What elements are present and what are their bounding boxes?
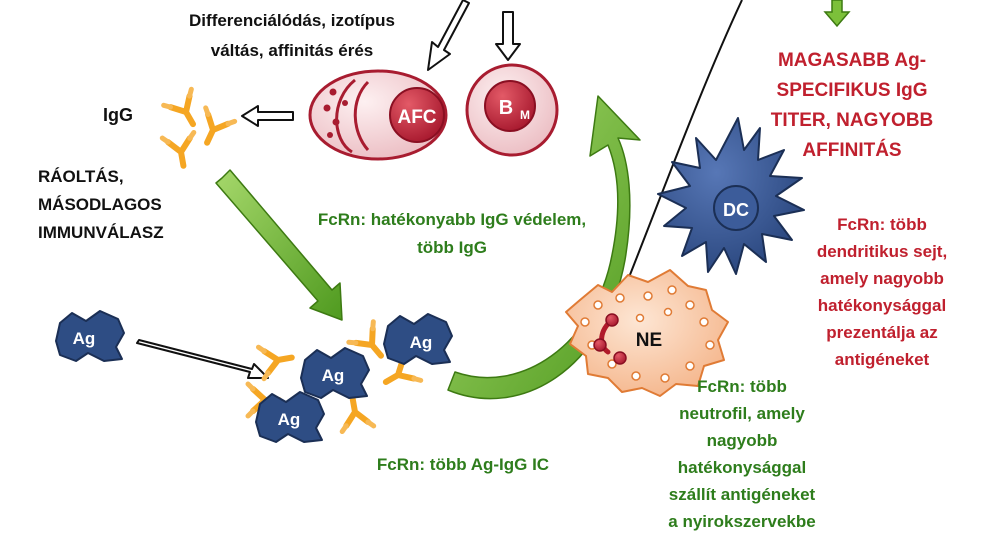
svg-text:FcRn: több: FcRn: több [837, 215, 927, 234]
plasma-cell-afc: AFC [308, 69, 448, 161]
svg-text:szállít antigéneket: szállít antigéneket [669, 485, 816, 504]
green-arrow-to-result [823, 0, 851, 28]
label-differentiation-2: váltás, affinitás érés [211, 41, 374, 60]
svg-text:MAGASABB Ag-: MAGASABB Ag- [778, 50, 926, 71]
svg-text:hatékonysággal: hatékonysággal [818, 296, 947, 315]
bm-label: B [499, 97, 513, 119]
igg-antibodies [162, 89, 234, 168]
dendritic-cell: DC [657, 117, 805, 275]
fcrn-ic-annotation: FcRn: több Ag-IgG IC [377, 455, 549, 474]
hollow-arrow-to-igg [241, 105, 294, 127]
svg-text:AFFINITÁS: AFFINITÁS [802, 139, 901, 161]
svg-text:antigéneket: antigéneket [835, 350, 930, 369]
label-booster-2: MÁSODLAGOS [38, 195, 162, 214]
svg-text:SPECIFIKUS IgG: SPECIFIKUS IgG [777, 80, 928, 101]
svg-text:FcRn: több: FcRn: több [697, 377, 787, 396]
hollow-arrow-antigen-to-ic [136, 339, 269, 379]
fcrn-dc-annotation: FcRn: több dendritikus sejt, amely nagyo… [817, 215, 947, 369]
hollow-arrow-top-left [427, 0, 470, 71]
svg-text:prezentálja az: prezentálja az [826, 323, 938, 342]
afc-label: AFC [397, 107, 436, 128]
fcrn-ne-annotation: FcRn: több neutrofil, amely nagyobb haté… [668, 377, 815, 531]
separator-curve [619, 0, 743, 301]
free-antigen: Ag [55, 310, 125, 362]
label-booster-1: RÁOLTÁS, [38, 167, 124, 186]
result-text: MAGASABB Ag- SPECIFIKUS IgG TITER, NAGYO… [771, 50, 934, 161]
hollow-arrow-top-down [495, 11, 521, 61]
immune-complex: Ag Ag Ag [248, 313, 453, 443]
label-booster-3: IMMUNVÁLASZ [38, 223, 164, 242]
dc-label: DC [723, 200, 749, 220]
ne-label: NE [636, 330, 662, 351]
svg-text:dendritikus sejt,: dendritikus sejt, [817, 242, 947, 261]
svg-text:Ag: Ag [322, 366, 345, 385]
memory-b-cell: B M [465, 63, 559, 157]
bm-subscript: M [520, 108, 530, 122]
green-arrow-igg-to-ic [215, 169, 343, 321]
svg-text:Ag: Ag [73, 329, 96, 348]
fcrn-igg-annotation-2: több IgG [417, 238, 487, 257]
svg-text:amely nagyobb: amely nagyobb [820, 269, 944, 288]
svg-text:TITER, NAGYOBB: TITER, NAGYOBB [771, 110, 934, 131]
fcrn-igg-annotation-1: FcRn: hatékonyabb IgG védelem, [318, 210, 586, 229]
svg-text:nagyobb: nagyobb [707, 431, 778, 450]
label-igg: IgG [103, 105, 133, 125]
svg-text:Ag: Ag [278, 410, 301, 429]
neutrophil: NE [565, 269, 729, 397]
label-differentiation-1: Differenciálódás, izotípus [189, 11, 395, 30]
svg-text:neutrofil, amely: neutrofil, amely [679, 404, 805, 423]
svg-text:Ag: Ag [410, 333, 433, 352]
svg-text:a nyirokszervekbe: a nyirokszervekbe [668, 512, 815, 531]
svg-text:hatékonysággal: hatékonysággal [678, 458, 807, 477]
